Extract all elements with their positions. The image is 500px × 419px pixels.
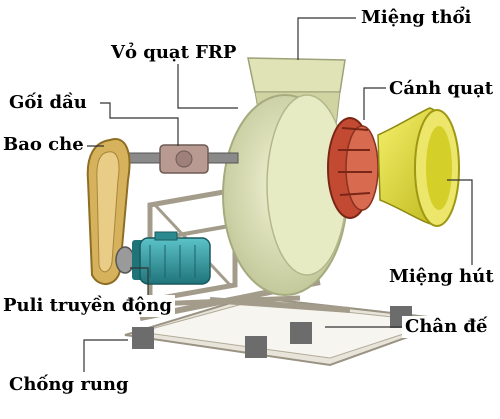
label-outlet: Miệng thổi — [358, 7, 475, 29]
label-housing: Vỏ quạt FRP — [108, 42, 240, 64]
leader-lines — [78, 17, 473, 372]
label-bearing: Gối dầu — [6, 92, 90, 114]
label-base: Chân đế — [402, 316, 491, 338]
label-inlet: Miệng hút — [386, 266, 497, 288]
label-damper: Chống rung — [6, 374, 132, 396]
label-cover: Bao che — [0, 134, 87, 156]
inlet-bell — [377, 107, 460, 227]
belt-guard — [86, 138, 131, 285]
shaft-bearing — [127, 144, 239, 174]
label-pulley: Puli truyền động — [0, 295, 175, 317]
motor — [132, 231, 211, 285]
impeller — [327, 117, 379, 219]
vibration-dampers — [132, 306, 412, 358]
label-impeller: Cánh quạt — [386, 78, 497, 100]
drive-pulley — [115, 246, 135, 274]
fan-housing — [222, 94, 348, 296]
